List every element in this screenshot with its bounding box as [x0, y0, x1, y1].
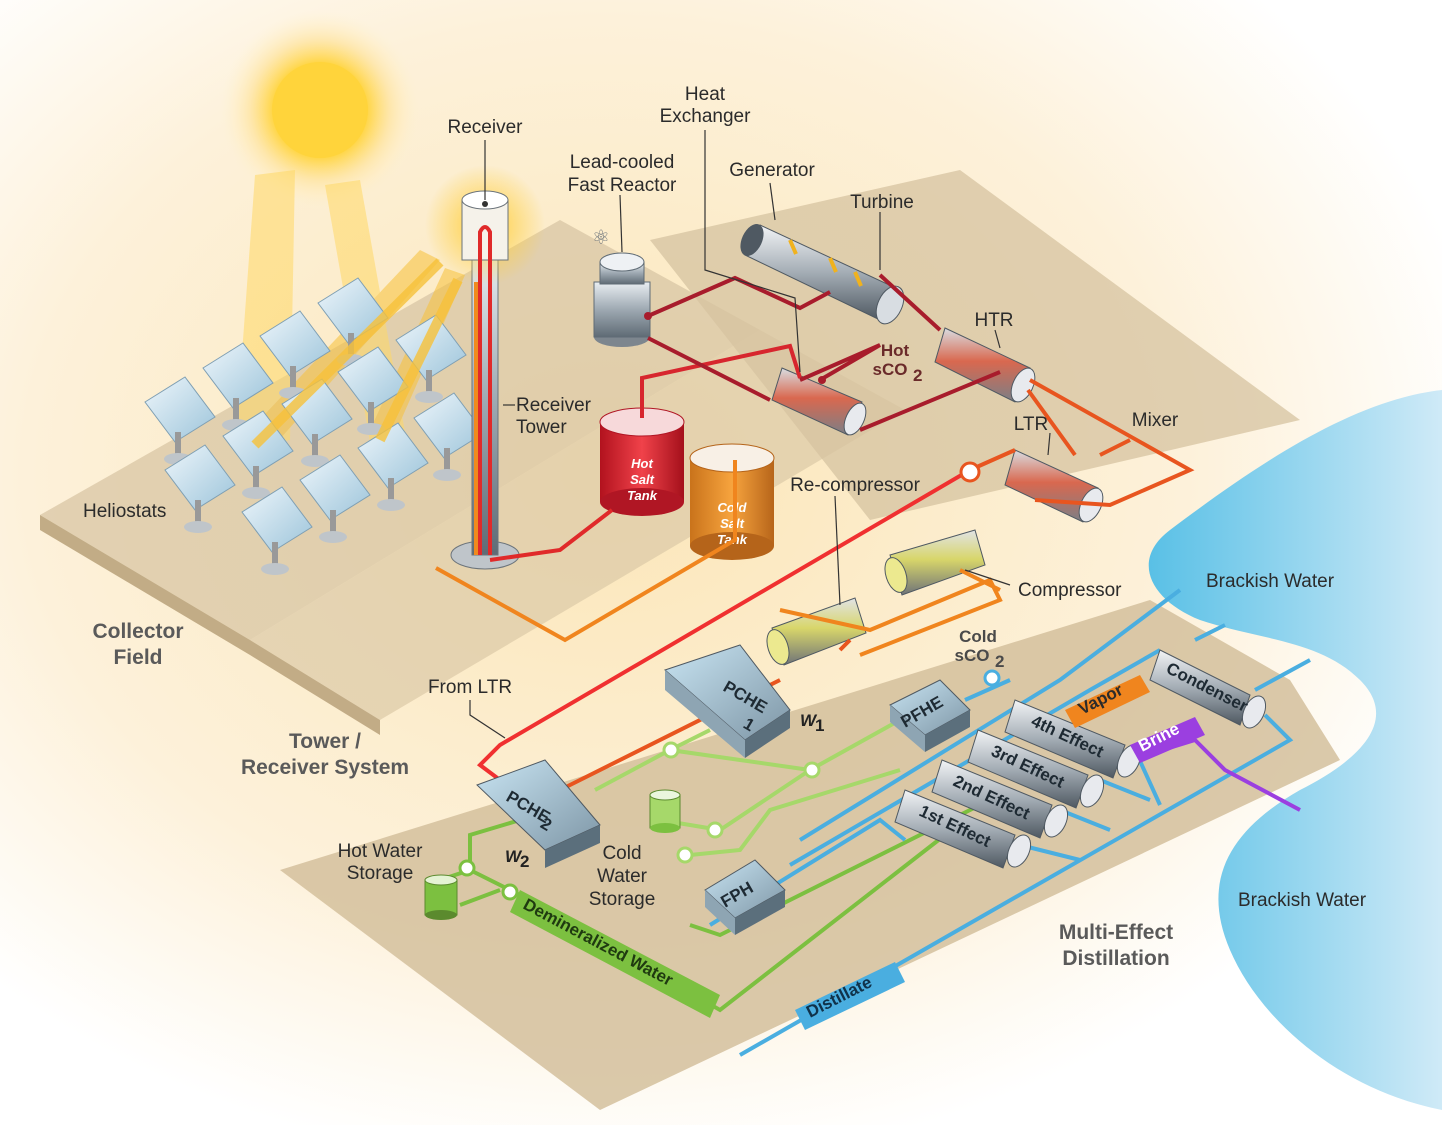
label-heat-exchanger-2: Exchanger — [660, 106, 752, 127]
label-hot-water-1: Hot Water — [338, 841, 423, 862]
label-cold-sco2-1: Cold — [959, 627, 997, 646]
label-tower-receiver-1: Tower / — [289, 730, 361, 753]
label-htr: HTR — [974, 310, 1013, 331]
label-med-1: Multi-Effect — [1059, 921, 1173, 944]
label-cold-sco2-2: sCO — [955, 646, 990, 665]
label-reactor-1: Lead-cooled — [570, 152, 675, 173]
pche2-box: PCHE 2 — [476, 759, 601, 868]
cold-water-storage — [649, 789, 681, 833]
hot-salt-tank-label-1: Hot — [631, 456, 653, 471]
label-generator: Generator — [729, 160, 815, 181]
label-turbine: Turbine — [850, 192, 914, 213]
label-med-2: Distillation — [1062, 947, 1169, 970]
label-receiver-tower-1: Receiver — [516, 395, 592, 416]
label-w2: W — [505, 847, 523, 866]
label-cold-water-3: Storage — [589, 889, 656, 910]
label-cold-water-2: Water — [597, 866, 648, 887]
label-compressor: Compressor — [1018, 580, 1122, 601]
label-hot-water-2: Storage — [347, 863, 414, 884]
hot-salt-tank-label-3: Tank — [627, 488, 658, 503]
label-receiver-tower-2: Tower — [516, 417, 567, 438]
label-collector-field-1: Collector — [92, 620, 183, 643]
label-brackish-bottom: Brackish Water — [1238, 890, 1367, 911]
label-ltr: LTR — [1014, 414, 1048, 435]
label-from-ltr: From LTR — [428, 677, 512, 698]
label-reactor-2: Fast Reactor — [568, 175, 677, 196]
label-recompressor: Re-compressor — [790, 475, 921, 496]
pipes-sco2 — [435, 273, 1195, 792]
label-hot-sco2-1: Hot — [881, 341, 910, 360]
compressor — [884, 529, 986, 596]
label-mixer: Mixer — [1132, 410, 1179, 431]
fph-box: FPH — [704, 859, 786, 935]
label-w1: W — [800, 711, 818, 730]
label-cold-sco2-sub: 2 — [995, 652, 1004, 671]
label-hot-sco2-2: sCO — [873, 360, 908, 379]
leader-lines — [469, 130, 1051, 739]
pche1-box: PCHE 1 — [664, 644, 791, 758]
turbine-generator — [740, 224, 905, 325]
label-w1-sub: 1 — [815, 716, 824, 735]
label-heliostats: Heliostats — [83, 501, 166, 522]
label-heat-exchanger-1: Heat — [685, 84, 726, 105]
heat-exchanger — [771, 367, 867, 436]
hot-salt-tank: Hot Salt Tank — [599, 407, 685, 516]
label-brackish-top: Brackish Water — [1206, 571, 1335, 592]
cold-salt-tank-label-1: Cold — [718, 500, 748, 515]
atom-icon: ⚛ — [592, 225, 610, 249]
label-collector-field-2: Field — [113, 646, 162, 669]
re-compressor — [766, 597, 867, 666]
label-receiver: Receiver — [448, 117, 524, 138]
hot-salt-tank-label-2: Salt — [630, 472, 655, 487]
cold-salt-tank-label-2: Salt — [720, 516, 745, 531]
label-w2-sub: 2 — [520, 852, 529, 871]
label-hot-sco2-sub: 2 — [913, 366, 922, 385]
label-tower-receiver-2: Receiver System — [241, 756, 409, 779]
labels: Receiver Heat Exchanger Lead-cooled Fast… — [83, 84, 1367, 970]
hot-water-storage — [424, 874, 458, 920]
brackish-water — [1148, 390, 1442, 1110]
receiver-tower — [425, 165, 545, 570]
lead-cooled-fast-reactor: ⚛ — [592, 225, 651, 347]
reflected-rays — [251, 258, 463, 449]
pfhe-box: PFHE — [889, 679, 971, 752]
label-cold-water-1: Cold — [602, 843, 641, 864]
